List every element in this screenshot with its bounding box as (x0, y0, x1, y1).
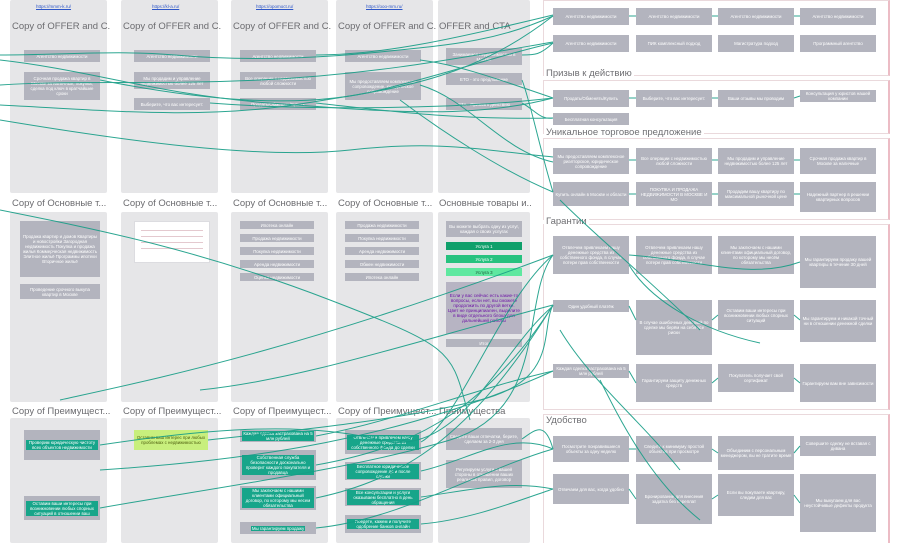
connector (0, 120, 553, 157)
connector (210, 98, 553, 108)
connector (316, 15, 553, 55)
connector (420, 85, 553, 162)
connector (629, 489, 800, 503)
connector (0, 16, 553, 113)
connector (600, 380, 700, 520)
connector (100, 255, 553, 508)
connector (629, 306, 800, 320)
connector (522, 430, 553, 449)
connector (420, 60, 553, 98)
connector (560, 200, 700, 330)
connector (629, 446, 800, 453)
connector (522, 103, 553, 118)
connector (200, 305, 553, 390)
connector (0, 42, 553, 85)
connector (560, 330, 680, 470)
connector (421, 443, 553, 471)
connector (100, 43, 553, 101)
connector (629, 371, 800, 383)
connector (100, 371, 553, 470)
connector (60, 255, 553, 400)
connector (0, 60, 553, 112)
connector (629, 255, 800, 269)
connector (316, 305, 553, 498)
connector (629, 96, 800, 98)
connector (0, 16, 553, 58)
connector (629, 265, 760, 343)
connector (0, 210, 470, 420)
connector (421, 485, 553, 497)
